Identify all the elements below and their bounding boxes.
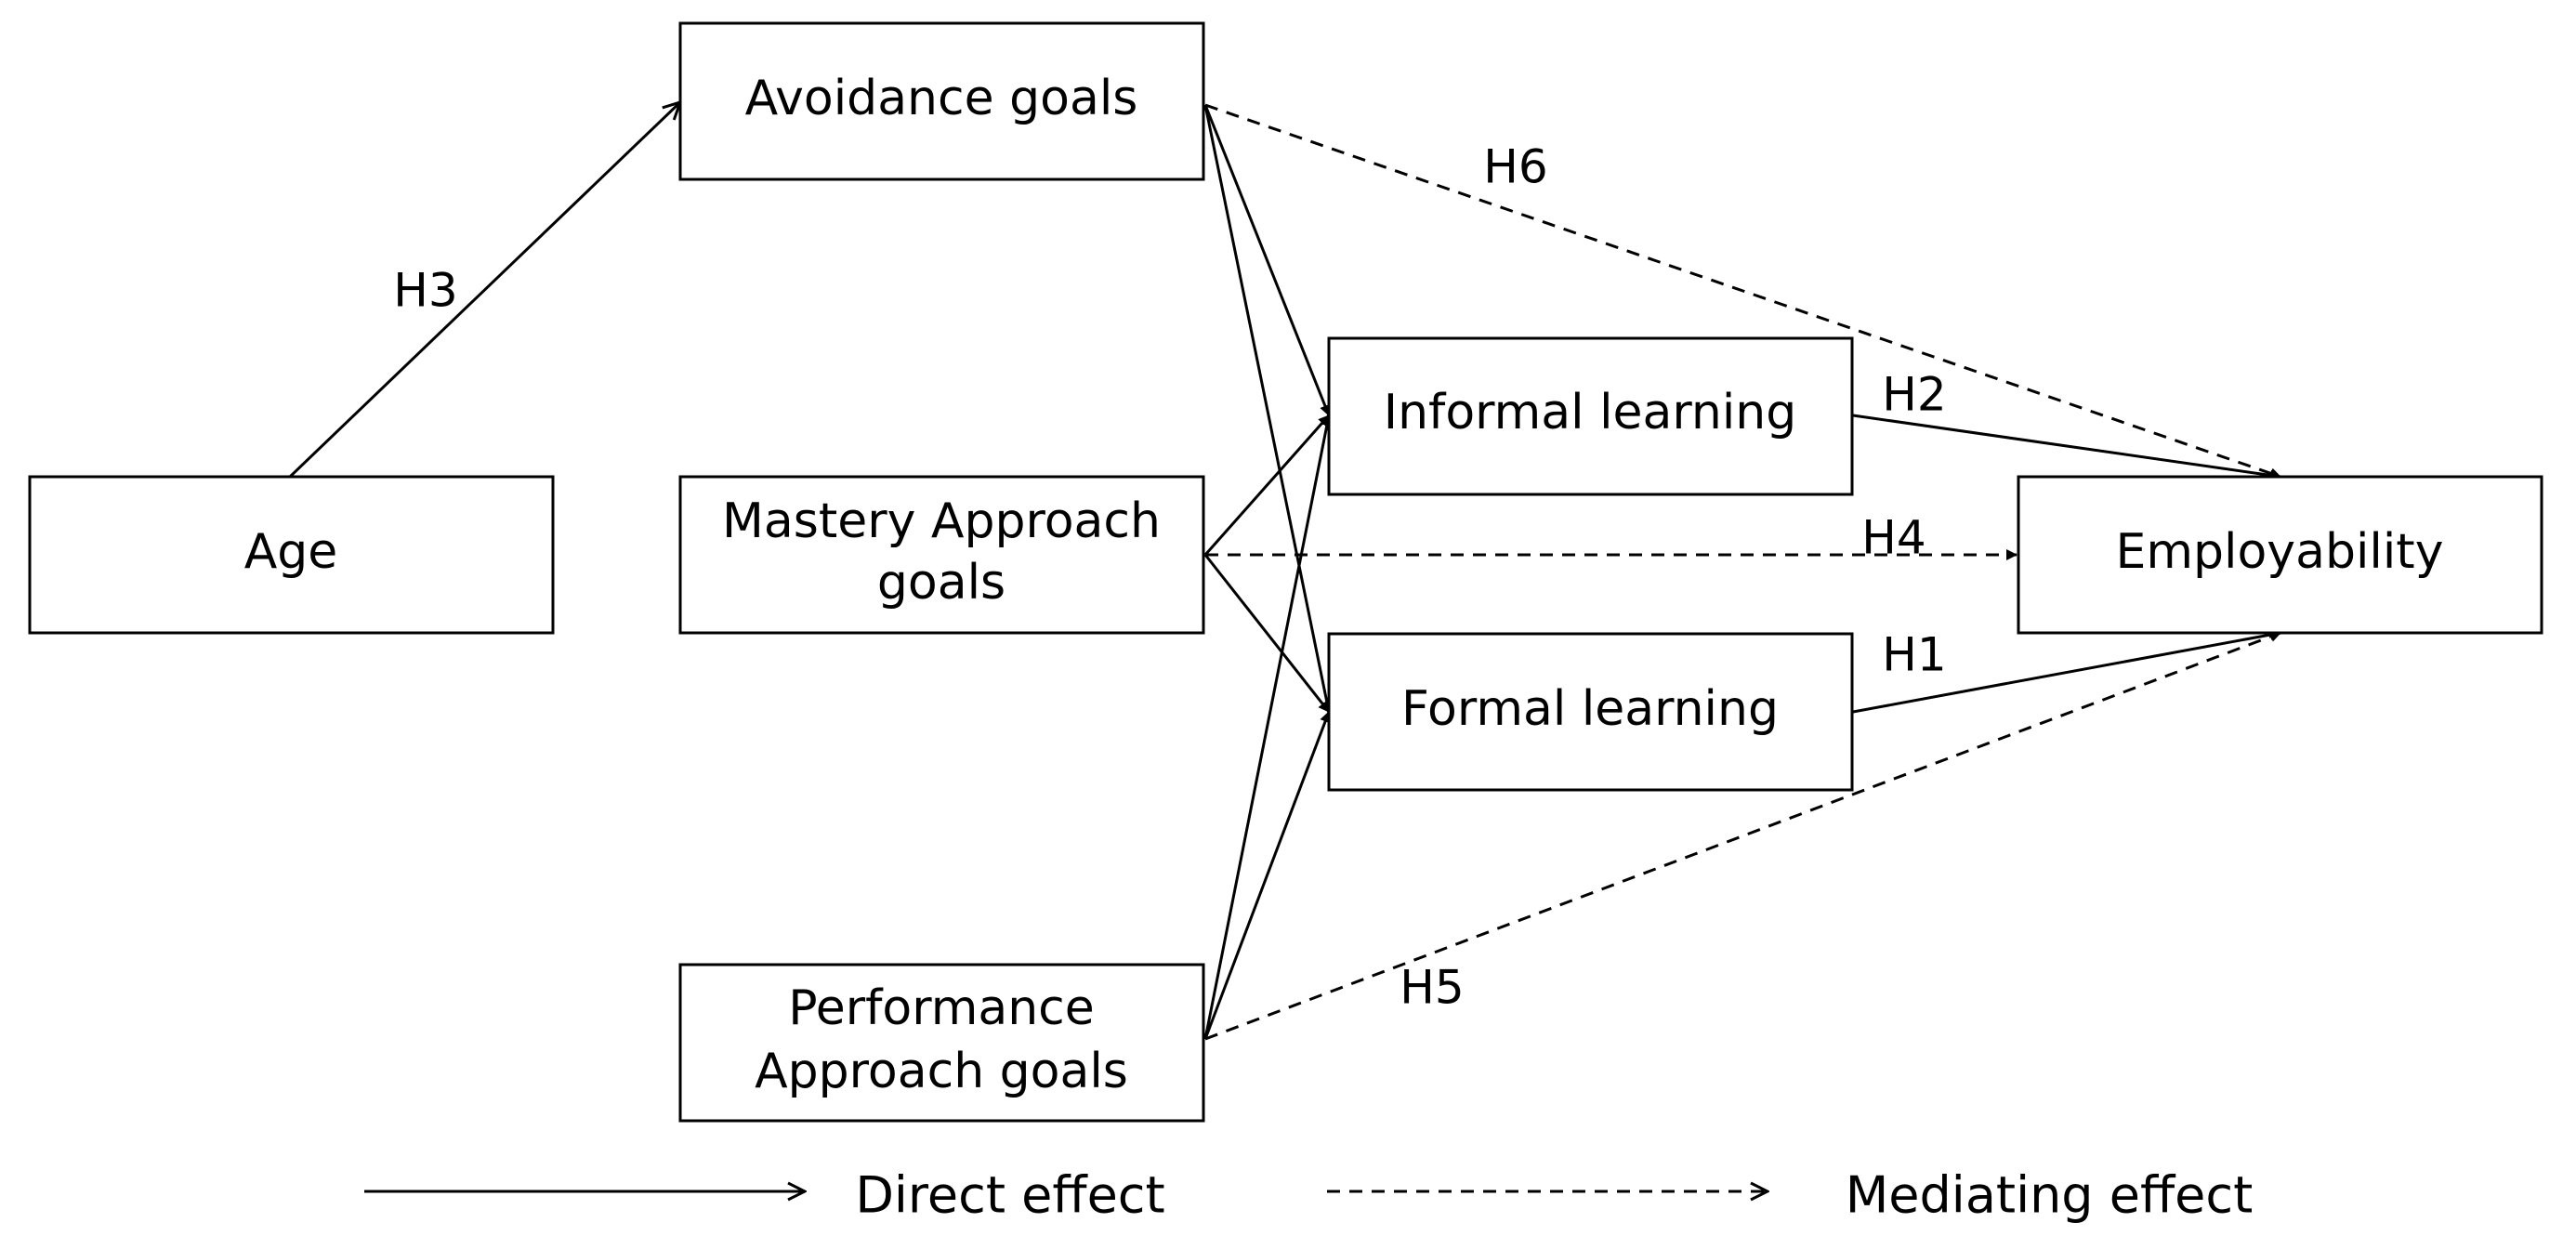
- node-age-label: Age: [244, 524, 338, 580]
- node-performance-approach-goals-label-line2: Approach goals: [755, 1044, 1128, 1099]
- node-formal-learning-label: Formal learning: [1401, 681, 1779, 737]
- label-h1: H1: [1882, 628, 1946, 682]
- node-informal-learning: Informal learning: [1327, 336, 1854, 496]
- node-age: Age: [28, 475, 555, 635]
- edge-informal-to-employability: [1852, 414, 2281, 481]
- legend: Direct effect Mediating effect: [364, 1166, 2253, 1225]
- node-employability-label: Employability: [2116, 524, 2444, 580]
- legend-direct-label: Direct effect: [855, 1166, 1164, 1225]
- label-h2: H2: [1882, 368, 1946, 422]
- edge-formal-to-employability: [1852, 629, 2281, 714]
- edge-mastery-to-formal: [1203, 554, 1331, 713]
- edge-age-to-avoidance: [288, 102, 680, 479]
- edge-performance-to-formal: [1203, 711, 1331, 1040]
- edge-avoidance-to-employability-mediating: [1204, 103, 2281, 480]
- hypothesis-labels: H3 H6 H2 H4 H1 H5: [393, 140, 1946, 1015]
- node-employability: Employability: [2017, 475, 2543, 635]
- node-mastery-approach-goals: Mastery Approach goals: [678, 475, 1205, 635]
- edge-avoidance-to-informal: [1203, 104, 1331, 416]
- node-mastery-approach-goals-label-line2: goals: [877, 555, 1005, 611]
- node-avoidance-goals: Avoidance goals: [678, 21, 1205, 181]
- label-h6: H6: [1483, 140, 1547, 194]
- nodes: Age Avoidance goals Mastery Approach goa…: [28, 21, 2543, 1123]
- edges: [288, 102, 2281, 1041]
- edge-avoidance-to-formal: [1203, 104, 1333, 713]
- edge-performance-to-informal: [1203, 414, 1333, 1040]
- node-mastery-approach-goals-label-line1: Mastery Approach: [722, 493, 1161, 549]
- label-h5: H5: [1400, 961, 1464, 1015]
- label-h4: H4: [1861, 511, 1925, 565]
- node-avoidance-goals-label: Avoidance goals: [745, 71, 1138, 126]
- node-performance-approach-goals: Performance Approach goals: [678, 963, 1205, 1123]
- node-performance-approach-goals-label-line1: Performance: [788, 980, 1095, 1036]
- node-formal-learning: Formal learning: [1327, 632, 1854, 792]
- edge-mastery-to-informal: [1203, 414, 1331, 556]
- node-informal-learning-label: Informal learning: [1384, 385, 1797, 440]
- label-h3: H3: [393, 264, 457, 318]
- legend-mediating-label: Mediating effect: [1846, 1166, 2254, 1225]
